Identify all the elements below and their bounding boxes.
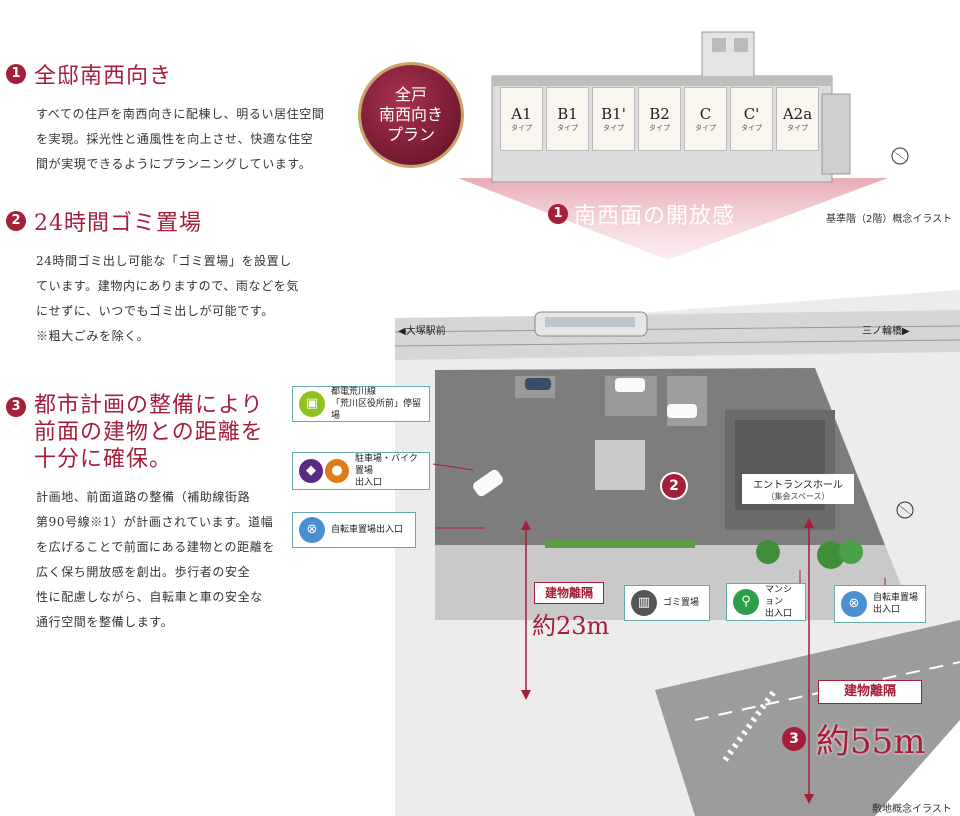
entrance-hall-label: エントランスホール （集会スペース） (742, 474, 854, 504)
section-body: すべての住戸を南西向きに配棟し、明るい居住空間 を実現。採光性と通風性を向上させ… (36, 107, 325, 171)
section-title: 24時間ゴミ置場 (34, 211, 202, 236)
section-3: 3 都市計画の整備により 前面の建物との距離を 十分に確保。 計画地、前面道路の… (6, 392, 275, 635)
section-number: 2 (6, 211, 26, 231)
distance-label-23m: 建物離隔 (534, 582, 604, 604)
station-left-label: ◀大塚駅前 (398, 326, 446, 337)
openness-fan (458, 178, 888, 260)
section-number: 1 (6, 64, 26, 84)
openness-label: 1 南西面の開放感 (548, 198, 735, 230)
floor-caption: 基準階（2階）概念イラスト (826, 214, 953, 225)
station-right-label: 三ノ輪橋▶ (862, 326, 910, 337)
section-title: 都市計画の整備により 前面の建物との距離を 十分に確保。 (34, 393, 264, 472)
mansion-entrance-legend: ⚲ マンション出入口 (726, 583, 806, 621)
garbage-legend: ▥ ゴミ置場 (624, 585, 710, 621)
tram-stop-legend: ▣ 都電荒川線「荒川区役所前」停留場 (292, 386, 430, 422)
tram-icon: ▣ (299, 391, 325, 417)
car-icon: ◆ (299, 459, 323, 483)
section-body: 24時間ゴミ出し可能な「ゴミ置場」を設置し ています。建物内にありますので、雨な… (36, 254, 299, 343)
unit-c-prime: C'タイプ (730, 87, 773, 151)
section-number: 3 (6, 397, 26, 417)
motorbike-icon: ● (325, 459, 349, 483)
north-arrow-icon (891, 147, 910, 165)
distance-value-55m-group: 3 約55m (782, 714, 926, 763)
bicycle-entrance-right-legend: ⊗ 自転車置場出入口 (834, 585, 926, 623)
section-body: 計画地、前面道路の整備（補助線街路 第90号線※1）が計画されています。道幅 を… (36, 490, 275, 629)
distance-label-55m: 建物離隔 (818, 680, 922, 704)
north-arrow-icon (896, 501, 915, 519)
bicycle-icon: ⊗ (299, 517, 325, 543)
section-2: 2 24時間ゴミ置場 24時間ゴミ出し可能な「ゴミ置場」を設置し ています。建物… (6, 205, 299, 349)
all-units-southwest-badge: 全戸 南西向き プラン (361, 65, 461, 165)
section-title: 全邸南西向き (34, 64, 173, 89)
garbage-marker: 2 (662, 474, 686, 498)
trash-can-icon: ▥ (631, 590, 657, 616)
main-road (655, 620, 960, 816)
bicycle-icon: ⊗ (841, 591, 867, 617)
openness-number: 1 (548, 204, 568, 224)
site-caption: 敷地概念イラスト (872, 804, 952, 815)
section-number: 3 (782, 726, 806, 751)
unit-b1-prime: B1'タイプ (592, 87, 635, 151)
parking-entrance-legend: ◆ ● 駐車場・バイク置場出入口 (292, 452, 430, 490)
distance-value-23m: 約23m (532, 612, 610, 640)
pedestrian-icon: ⚲ (733, 589, 759, 615)
bicycle-entrance-legend: ⊗ 自転車置場出入口 (292, 512, 416, 548)
section-1: 1 全邸南西向き すべての住戸を南西向きに配棟し、明るい居住空間 を実現。採光性… (6, 58, 324, 177)
